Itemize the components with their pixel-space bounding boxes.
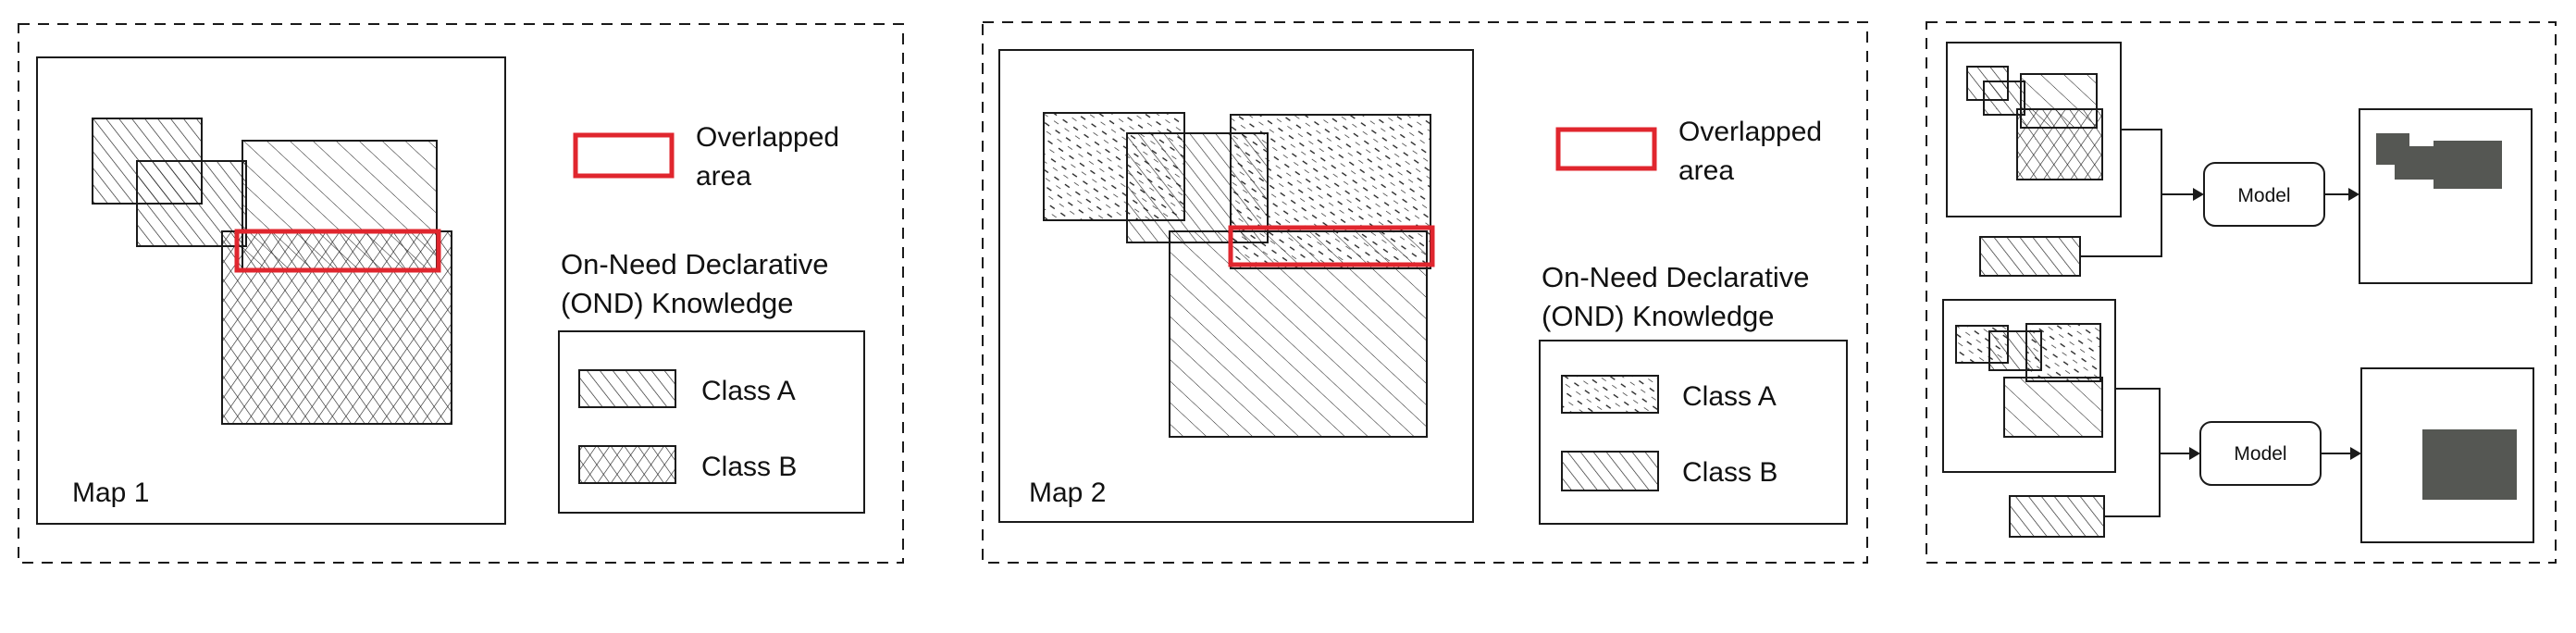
top-output-region: [2376, 133, 2502, 189]
bottom-arrow-head-icon: [2189, 447, 2200, 460]
map-2-frame: [998, 49, 1474, 523]
bottom-model-label: Model: [2234, 443, 2286, 465]
class-a-swatch: [1561, 375, 1659, 414]
overlap-legend-swatch: [1555, 127, 1657, 171]
bottom-input-map: [1942, 299, 2116, 473]
panel-2: Map 2 Overlapped area On-Need Declarativ…: [982, 21, 1868, 564]
knowledge-legend-box: [1539, 340, 1848, 525]
bottom-output-map: [2360, 367, 2534, 543]
class-a-swatch: [578, 369, 676, 408]
panel-3: Model Model: [1926, 21, 2557, 564]
bottom-knowledge-token: [2009, 495, 2105, 538]
panel-2-dashed-border: [982, 21, 1868, 564]
top-knowledge-token: [1979, 236, 2081, 277]
top-arrow-head-icon: [2348, 188, 2359, 201]
map-2-class-b-box: [1126, 132, 1269, 243]
top-output-map: [2359, 108, 2533, 284]
class-b-label: Class B: [1682, 457, 1777, 488]
class-b-label: Class B: [701, 452, 797, 482]
overlap-legend-label: area: [696, 161, 751, 192]
overlap-legend-label: Overlapped: [696, 122, 839, 153]
top-model-label: Model: [2237, 185, 2290, 206]
overlap-legend-label: Overlapped: [1678, 117, 1822, 147]
top-class-b-box: [2016, 108, 2103, 180]
class-a-label: Class A: [1682, 381, 1777, 412]
bottom-class-b-box: [1988, 330, 2042, 371]
knowledge-title: On-Need Declarative: [561, 248, 828, 280]
panel-3-dashed-border: [1926, 21, 2557, 564]
knowledge-title: On-Need Declarative: [1542, 261, 1809, 293]
bottom-class-b-box: [2003, 377, 2103, 438]
top-connector: [2080, 194, 2162, 257]
map-1-label: Map 1: [72, 478, 149, 508]
map-2-overlap-highlight: [1228, 225, 1435, 267]
knowledge-title: (OND) Knowledge: [1542, 300, 1775, 332]
knowledge-title: (OND) Knowledge: [561, 287, 794, 319]
panel-1: Map 1 Overlapped area On-Need Declarativ…: [18, 23, 904, 564]
map-2-label: Map 2: [1029, 478, 1106, 508]
panel-1-dashed-border: [18, 23, 904, 564]
top-connector: [2121, 129, 2162, 194]
overlap-legend-swatch: [573, 132, 675, 179]
overlap-legend-label: area: [1678, 155, 1734, 186]
bottom-connector: [2115, 388, 2161, 453]
class-b-swatch: [1561, 451, 1659, 491]
map-1-frame: [36, 56, 506, 525]
bottom-arrow-head-icon: [2350, 447, 2361, 460]
map-1-overlap-highlight: [234, 229, 441, 273]
map-1-class-b-box: [221, 230, 452, 425]
knowledge-legend-box: [558, 330, 865, 514]
top-arrow-head-icon: [2193, 188, 2204, 201]
class-a-label: Class A: [701, 376, 796, 406]
bottom-output-region: [2422, 429, 2517, 500]
map-2-class-b-box: [1169, 230, 1428, 438]
bottom-connector: [2104, 453, 2161, 517]
class-b-swatch: [578, 445, 676, 484]
